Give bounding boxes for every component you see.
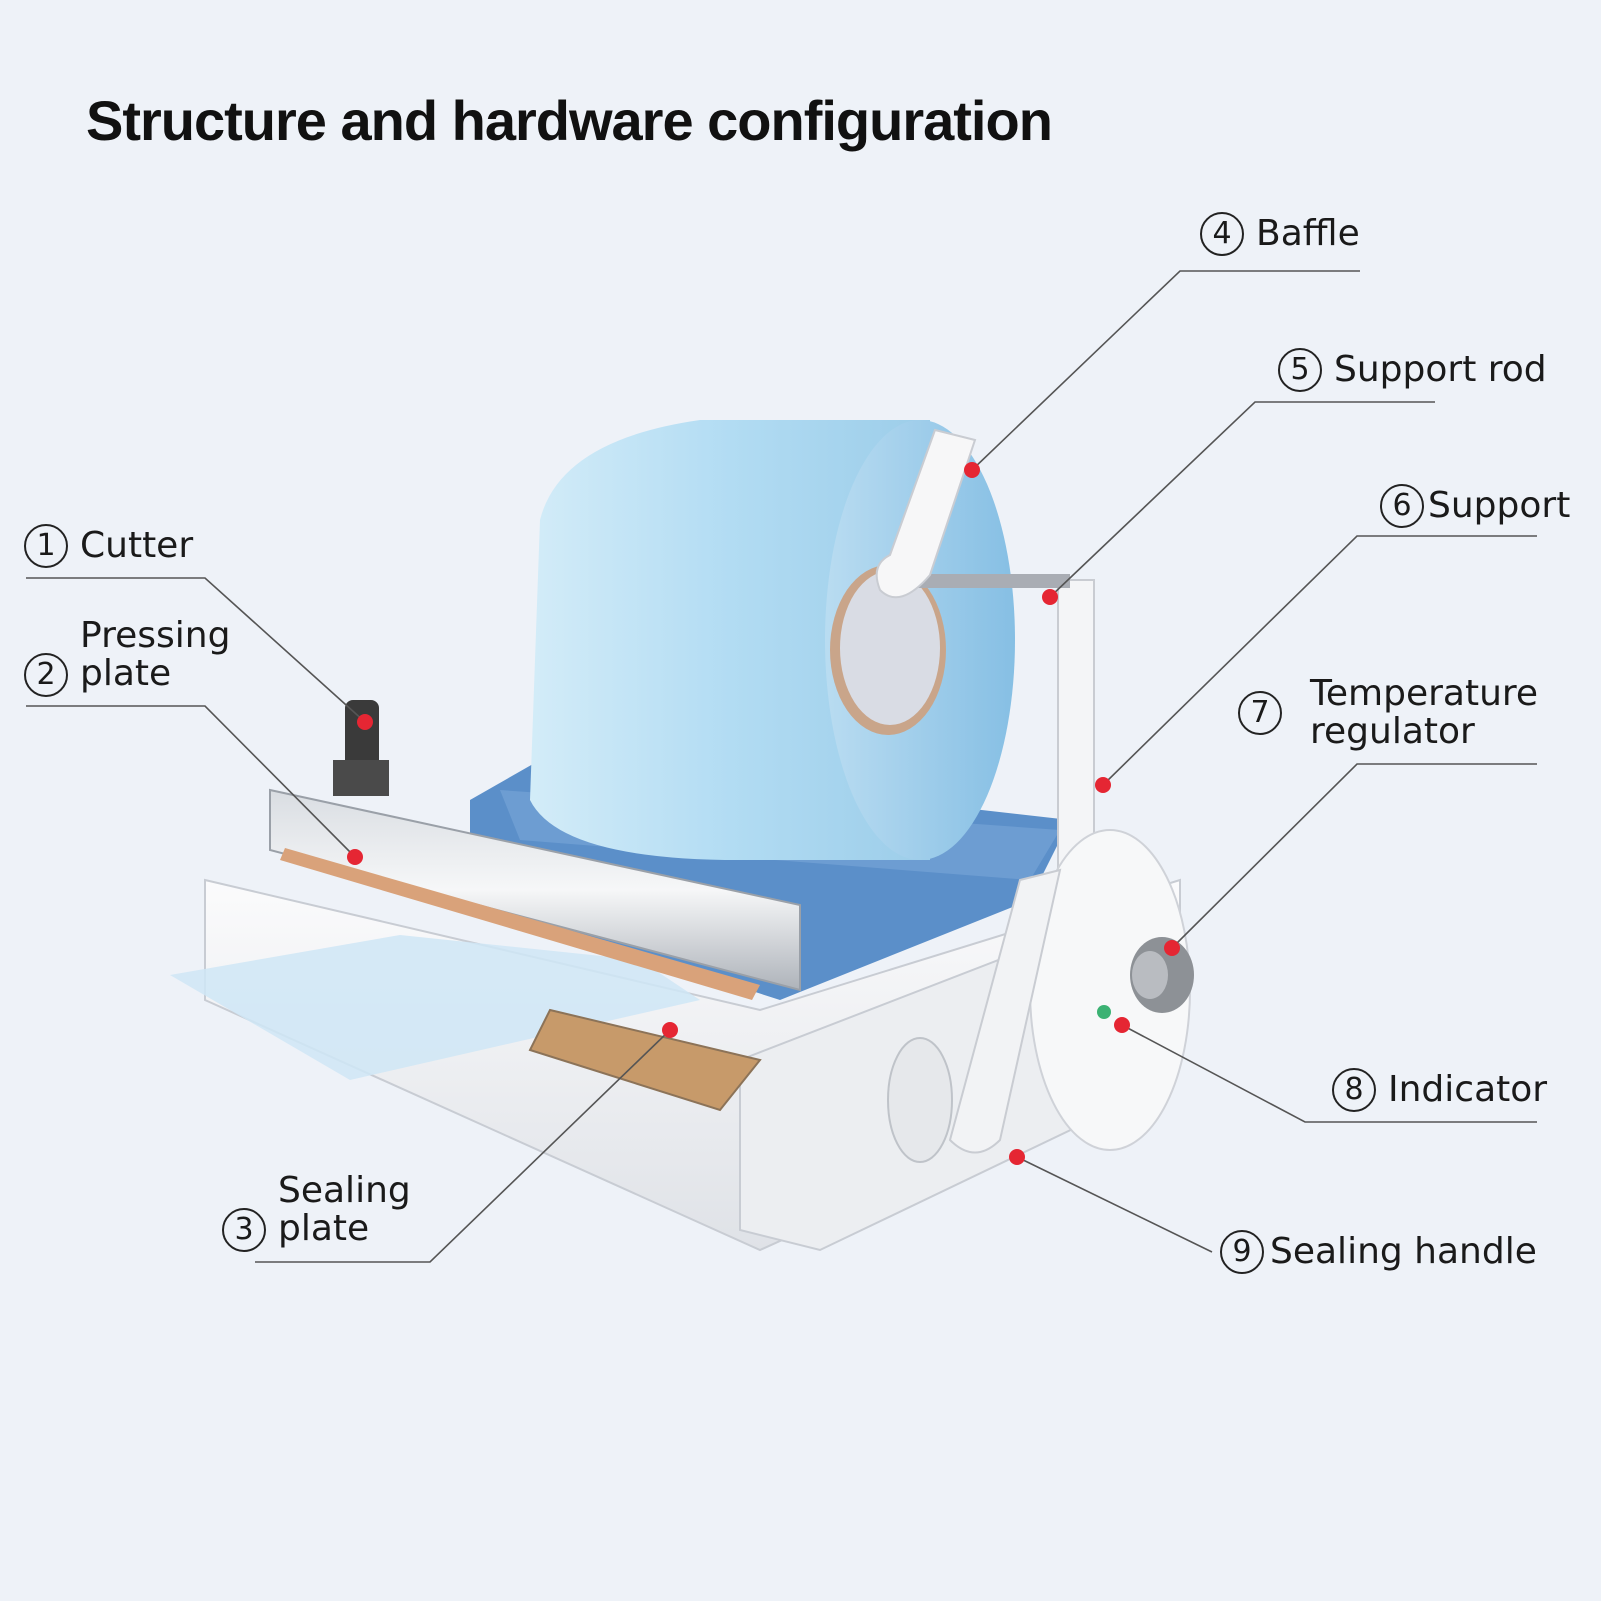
part-label-indicator: 8 Indicator: [1332, 1068, 1547, 1112]
marker-dot-indicator: [1114, 1017, 1130, 1033]
part-label-sealing-plate: 3 Sealing plate: [222, 1170, 411, 1252]
part-number: 7: [1238, 690, 1282, 735]
marker-dot-baffle: [964, 462, 980, 478]
baffle-arm: [875, 428, 977, 599]
pressing-bar: [269, 788, 801, 992]
part-number: 5: [1278, 348, 1322, 392]
leader-line-baffle: [971, 270, 1360, 471]
part-text: plate: [80, 652, 172, 694]
part-text: Sealing handle: [1270, 1231, 1537, 1272]
sealing-handle-lever: [948, 868, 1062, 1154]
part-text: Support: [1428, 485, 1571, 526]
part-label-cutter: 1 Cutter: [24, 524, 193, 568]
part-text: Support rod: [1334, 349, 1547, 390]
part-number: 4: [1200, 212, 1244, 256]
part-label-baffle: 4 Baffle: [1200, 212, 1360, 256]
part-number: 9: [1220, 1230, 1264, 1274]
part-label-pressing-plate: 2 Pressing plate: [24, 615, 231, 697]
marker-dot-cutter: [357, 714, 373, 730]
part-text: Indicator: [1388, 1069, 1548, 1110]
part-number: 8: [1332, 1068, 1376, 1112]
part-number: 2: [24, 652, 68, 697]
marker-dot-temp: [1164, 940, 1180, 956]
marker-dot-support: [1095, 777, 1111, 793]
sealing-plate: [528, 1008, 762, 1112]
part-number: 1: [24, 524, 68, 568]
marker-dot-supportrod: [1042, 589, 1058, 605]
support-rod: [900, 574, 1070, 588]
support-pillar: [1057, 579, 1095, 881]
part-text: regulator: [1310, 710, 1475, 752]
part-label-support: 6 Support: [1380, 484, 1570, 528]
indicator-light: [1097, 1005, 1111, 1019]
part-label-temperature-regulator: 7 Temperature regulator: [1238, 675, 1538, 751]
part-text: Cutter: [80, 525, 194, 566]
marker-dot-handle: [1009, 1149, 1025, 1165]
part-number: 3: [222, 1207, 266, 1252]
part-text: Temperature: [1310, 673, 1539, 714]
leader-line-sealing: [255, 1029, 671, 1263]
leader-line-temp: [1171, 763, 1537, 949]
part-text: Pressing: [80, 615, 231, 656]
marker-dot-sealing: [662, 1022, 678, 1038]
marker-dot-pressing: [347, 849, 363, 865]
part-text: Baffle: [1256, 213, 1360, 254]
leader-line-handle: [1016, 1156, 1213, 1253]
film-sheet: [170, 935, 700, 1080]
part-number: 6: [1380, 484, 1424, 528]
leader-line-support: [1102, 535, 1537, 786]
leader-line-pressing: [26, 705, 356, 858]
page-title: Structure and hardware configuration: [86, 89, 1053, 152]
part-label-support-rod: 5 Support rod: [1278, 348, 1547, 392]
part-text: Sealing: [278, 1170, 411, 1211]
leader-line-cutter: [26, 577, 366, 723]
part-label-sealing-handle: 9 Sealing handle: [1220, 1230, 1537, 1274]
roll-body: [530, 420, 930, 860]
leader-line-indicator: [1121, 1024, 1537, 1123]
leader-line-supportrod: [1049, 401, 1435, 598]
part-text: plate: [278, 1207, 370, 1249]
